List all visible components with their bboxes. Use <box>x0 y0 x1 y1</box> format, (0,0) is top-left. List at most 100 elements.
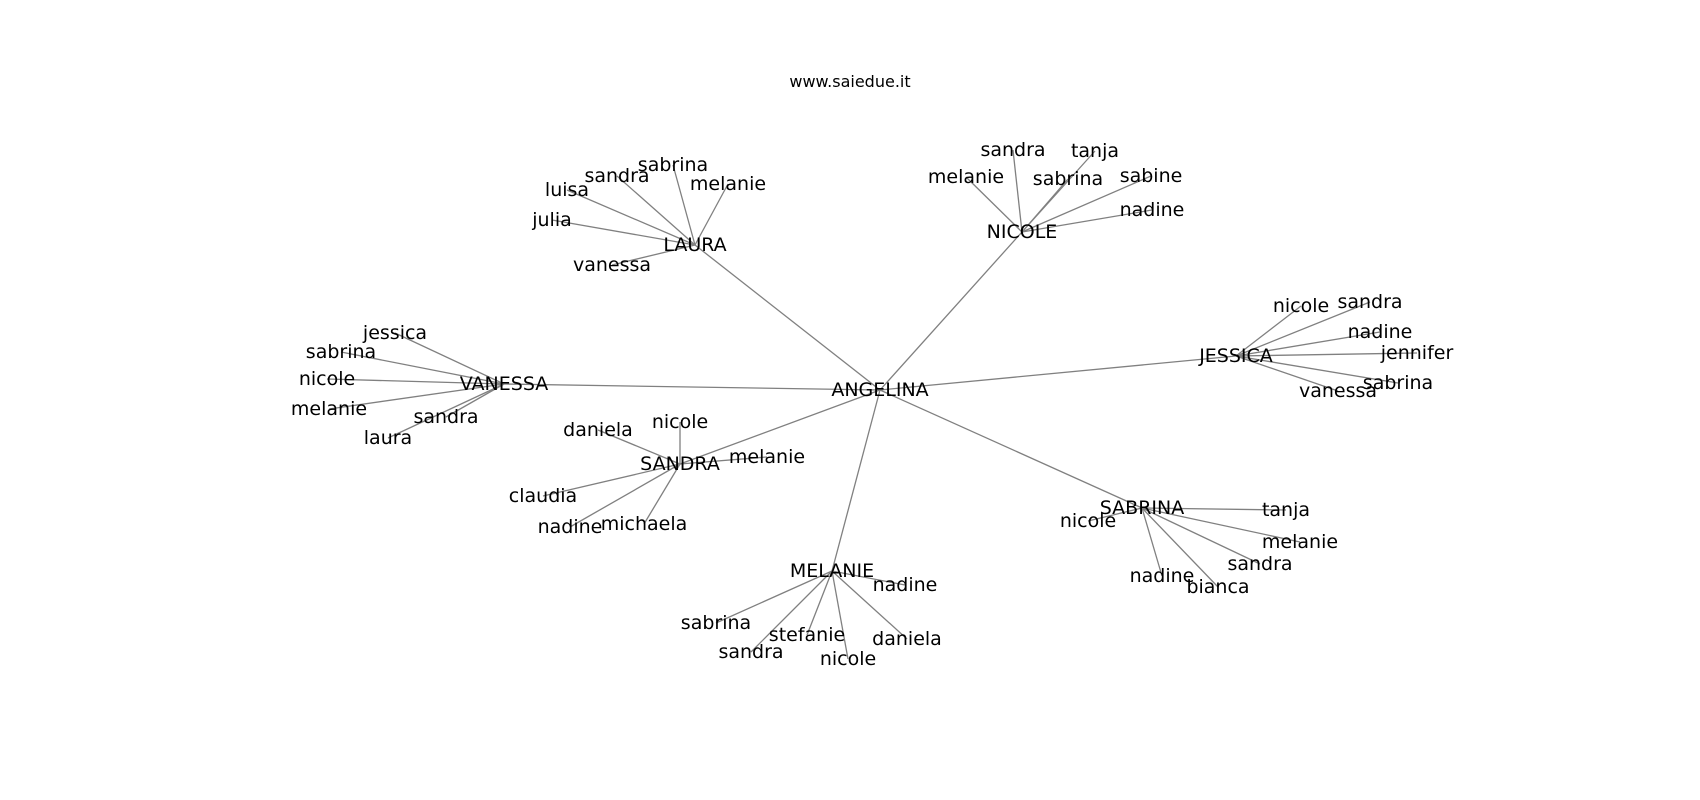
edge-hub-to-leaf <box>1235 301 1371 357</box>
leaf-node-label: laura <box>364 427 412 449</box>
edge-hub-to-leaf <box>1141 507 1301 543</box>
edge-hub-to-leaf <box>1235 331 1381 357</box>
edge-hub-to-leaf <box>715 570 833 624</box>
edge-hub-to-leaf <box>1141 507 1287 511</box>
edge-hub-to-leaf <box>643 463 681 525</box>
edge-hub-to-leaf <box>1021 178 1069 233</box>
leaf-node-label: jessica <box>362 322 427 344</box>
leaf-node-label: nicole <box>1273 295 1329 317</box>
edge-hub-to-leaf <box>1235 305 1302 357</box>
edge-hub-to-leaf <box>616 175 696 246</box>
leaf-node-label: bianca <box>1186 576 1249 598</box>
leaf-node-label: sandra <box>1337 291 1402 313</box>
edge-hub-to-leaf <box>387 383 505 439</box>
center-node-label: ANGELINA <box>831 379 928 401</box>
edge-center-to-hub <box>831 389 881 572</box>
edge-hub-to-leaf <box>569 463 681 528</box>
hub-node-label: SANDRA <box>640 453 720 475</box>
leaf-node-label: luisa <box>545 179 589 201</box>
edge-hub-to-leaf <box>1012 149 1023 233</box>
leaf-node-label: daniela <box>872 628 942 650</box>
hub-node-label: MELANIE <box>790 560 874 582</box>
leaf-node-label: nicole <box>652 411 708 433</box>
leaf-node-label: nadine <box>1120 199 1185 221</box>
leaf-node-label: sabrina <box>1033 168 1103 190</box>
leaf-node-label: sabine <box>1120 165 1183 187</box>
edge-hub-to-leaf <box>1235 352 1418 357</box>
hub-node-label: VANESSA <box>460 373 548 395</box>
leaf-node-label: sandra <box>718 641 783 663</box>
leaf-node-label: sandra <box>1227 553 1292 575</box>
leaf-node-label: tanja <box>1071 140 1119 162</box>
edge-hub-to-leaf <box>566 189 696 246</box>
edge-hub-to-leaf <box>1141 507 1163 577</box>
leaf-node-label: sandra <box>980 139 1045 161</box>
edge-hub-to-leaf <box>679 456 768 465</box>
leaf-node-label: nadine <box>538 516 603 538</box>
edge-hub-to-leaf <box>328 383 505 410</box>
edge-hub-to-leaf <box>611 244 696 266</box>
leaf-node-label: nicole <box>299 368 355 390</box>
hub-node-label: LAURA <box>663 234 726 256</box>
leaf-node-label: sabrina <box>681 612 751 634</box>
edge-hub-to-leaf <box>831 570 906 586</box>
edge-hub-to-leaf <box>551 219 696 246</box>
hub-node-label: JESSICA <box>1198 345 1273 367</box>
edge-hub-to-leaf <box>445 383 505 418</box>
edge-center-to-hub <box>503 383 881 391</box>
edge-hub-to-leaf <box>806 570 833 636</box>
leaf-node-label: nicole <box>1060 510 1116 532</box>
leaf-node-label: vanessa <box>573 254 651 276</box>
edge-center-to-hub <box>879 355 1237 391</box>
leaf-node-label: melanie <box>729 446 805 468</box>
leaf-node-label: melanie <box>291 398 367 420</box>
edge-hub-to-leaf <box>694 183 729 246</box>
edge-hub-to-leaf <box>1235 355 1399 384</box>
edge-hub-to-leaf <box>672 164 696 246</box>
leaf-node-label: melanie <box>928 166 1004 188</box>
edge-center-to-hub <box>879 231 1023 391</box>
hub-node-label: NICOLE <box>987 221 1058 243</box>
edge-hub-to-leaf <box>831 570 908 640</box>
edge-hub-to-leaf <box>394 332 505 385</box>
leaf-node-label: sabrina <box>1363 372 1433 394</box>
leaf-node-label: daniela <box>563 419 633 441</box>
leaf-node-label: tanja <box>1262 499 1310 521</box>
edge-hub-to-leaf <box>1141 507 1219 588</box>
edge-hub-to-leaf <box>1141 507 1261 565</box>
edge-hub-to-leaf <box>750 570 833 653</box>
edge-center-to-hub <box>679 389 881 465</box>
diagram-title: www.saiedue.it <box>789 72 911 91</box>
edge-hub-to-leaf <box>1021 209 1153 233</box>
edge-center-to-hub <box>879 389 1143 509</box>
edge-hub-to-leaf <box>542 463 681 497</box>
leaf-node-label: stefanie <box>769 624 845 646</box>
leaf-node-label: sabrina <box>306 341 376 363</box>
leaf-node-label: nadine <box>1130 565 1195 587</box>
edge-hub-to-leaf <box>326 378 505 385</box>
leaf-node-label: michaela <box>601 513 688 535</box>
edge-hub-to-leaf <box>597 429 681 465</box>
leaf-node-label: melanie <box>1262 531 1338 553</box>
hub-node-label: SABRINA <box>1100 497 1184 519</box>
leaf-node-label: sandra <box>584 165 649 187</box>
edge-hub-to-leaf <box>1021 175 1152 233</box>
leaf-node-label: nadine <box>873 574 938 596</box>
leaf-node-label: vanessa <box>1299 380 1377 402</box>
leaf-node-label: jennifer <box>1380 342 1454 364</box>
leaf-node-label: nadine <box>1348 321 1413 343</box>
leaf-node-label: nicole <box>820 648 876 670</box>
edges-layer <box>326 149 1418 660</box>
edge-hub-to-leaf <box>1235 355 1339 392</box>
leaf-node-label: sandra <box>413 406 478 428</box>
edge-hub-to-leaf <box>1087 507 1143 522</box>
edge-hub-to-leaf <box>340 351 505 385</box>
leaf-node-label: sabrina <box>638 154 708 176</box>
leaf-node-label: claudia <box>509 485 577 507</box>
leaf-node-label: melanie <box>690 173 766 195</box>
edge-center-to-hub <box>694 244 881 391</box>
edge-hub-to-leaf <box>831 570 849 660</box>
leaf-node-label: julia <box>531 209 572 231</box>
